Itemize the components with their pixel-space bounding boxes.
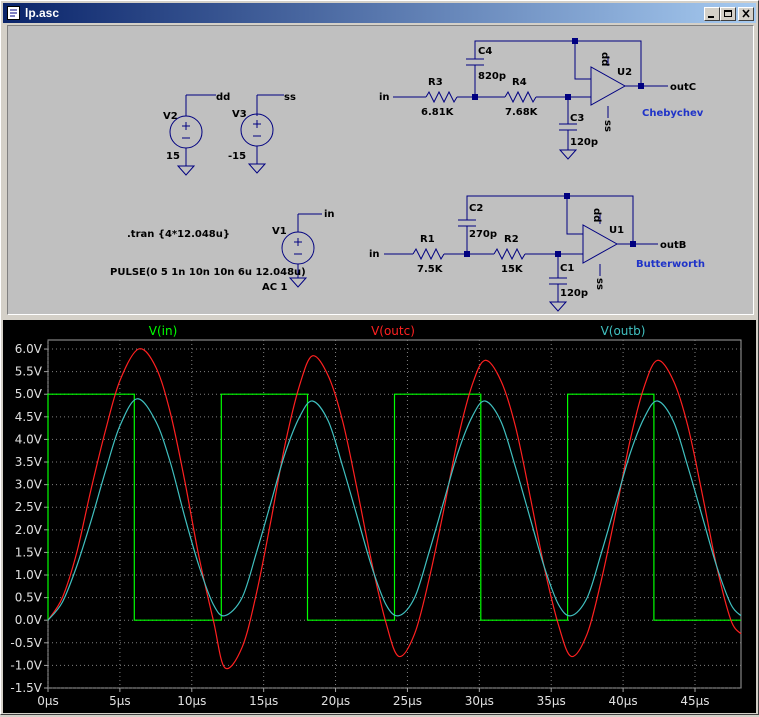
label-u2: U2 <box>617 67 632 78</box>
voltage-source-v2[interactable] <box>169 94 216 176</box>
maximize-button[interactable] <box>720 7 736 21</box>
title-bar[interactable]: lp.asc <box>3 3 756 23</box>
u2-supply-dd: dd <box>599 52 610 66</box>
y-tick-label: 0.0V <box>15 613 43 627</box>
label-v3-value: -15 <box>228 151 246 162</box>
y-tick-label: -0.5V <box>10 636 42 650</box>
x-tick-label: 25µs <box>393 694 422 708</box>
net-label-in-chebychev: in <box>379 92 390 103</box>
y-tick-label: 0.5V <box>15 591 43 605</box>
y-tick-label: 4.5V <box>15 410 43 424</box>
label-c1: C1 <box>560 263 574 274</box>
net-label-in-butterworth: in <box>369 249 380 260</box>
net-label-dd: dd <box>216 92 230 103</box>
label-c2: C2 <box>469 203 483 214</box>
ac-spec[interactable]: AC 1 <box>262 282 288 293</box>
window-title: lp.asc <box>25 6 60 20</box>
chebychev-comment: Chebychev <box>642 108 704 119</box>
x-tick-label: 40µs <box>609 694 638 708</box>
label-u1: U1 <box>609 225 624 236</box>
net-label-in-source: in <box>324 209 335 220</box>
trace-v-outc[interactable] <box>47 348 742 670</box>
y-tick-label: 5.5V <box>15 365 43 379</box>
x-tick-label: 20µs <box>321 694 350 708</box>
y-tick-label: 1.0V <box>15 568 43 582</box>
x-tick-label: 10µs <box>177 694 206 708</box>
close-button[interactable] <box>738 7 754 21</box>
legend-v-outc[interactable]: V(outc) <box>371 324 415 338</box>
x-tick-label: 15µs <box>249 694 278 708</box>
chebychev-filter-circuit[interactable] <box>393 38 668 160</box>
y-tick-label: 3.0V <box>15 478 43 492</box>
label-v3: V3 <box>232 109 247 120</box>
u2-supply-ss: ss <box>602 120 613 132</box>
net-label-outc: outC <box>670 82 696 93</box>
waveform-viewer[interactable]: 6.0V 5.5V 5.0V 4.5V 4.0V 3.5V 3.0V 2.5V 2.0V 1.5V… <box>3 320 756 713</box>
voltage-source-v3[interactable] <box>240 94 284 174</box>
label-c2-value: 270p <box>469 229 497 240</box>
label-r3-value: 6.81K <box>421 107 455 118</box>
y-tick-label: -1.5V <box>10 681 42 695</box>
close-icon <box>742 9 750 18</box>
pulse-spec[interactable]: PULSE(0 5 1n 10n 10n 6u 12.048u) <box>110 267 306 278</box>
label-c4-value: 820p <box>478 71 506 82</box>
u1-supply-dd: dd <box>591 208 602 222</box>
minimize-button[interactable] <box>704 7 720 21</box>
schematic-editor[interactable]: dd ss in V2 15 V3 -15 V1 .tran {4*12.048… <box>7 25 754 315</box>
label-r3: R3 <box>428 77 443 88</box>
label-r4-value: 7.68K <box>505 107 539 118</box>
butterworth-filter-circuit[interactable] <box>384 193 658 312</box>
y-tick-label: -1.0V <box>10 658 42 672</box>
label-r4: R4 <box>512 77 527 88</box>
butterworth-comment: Butterworth <box>636 259 705 270</box>
waveform-plot[interactable]: 6.0V 5.5V 5.0V 4.5V 4.0V 3.5V 3.0V 2.5V 2.0V 1.5V… <box>3 320 756 713</box>
x-tick-label: 45µs <box>680 694 709 708</box>
y-tick-label: 2.5V <box>15 500 43 514</box>
legend-v-outb[interactable]: V(outb) <box>601 324 646 338</box>
label-c3: C3 <box>570 113 584 124</box>
label-v1: V1 <box>272 226 287 237</box>
voltage-source-v1[interactable] <box>281 213 322 288</box>
label-r2: R2 <box>504 234 519 245</box>
y-tick-label: 4.0V <box>15 432 43 446</box>
net-label-ss: ss <box>284 92 296 103</box>
label-r2-value: 15K <box>501 264 524 275</box>
trace-v-outb[interactable] <box>47 398 742 621</box>
label-c3-value: 120p <box>570 137 598 148</box>
schematic-document-icon <box>7 6 20 20</box>
label-r1-value: 7.5K <box>417 264 444 275</box>
trace-v-in[interactable] <box>47 393 741 621</box>
y-tick-label: 2.0V <box>15 523 43 537</box>
x-tick-label: 30µs <box>465 694 494 708</box>
y-tick-label: 1.5V <box>15 545 43 559</box>
maximize-icon <box>724 10 732 17</box>
x-tick-label: 5µs <box>109 694 131 708</box>
label-c1-value: 120p <box>560 288 588 299</box>
label-r1: R1 <box>420 234 435 245</box>
u1-supply-ss: ss <box>594 278 605 290</box>
schematic-canvas[interactable]: dd ss in V2 15 V3 -15 V1 .tran {4*12.048… <box>8 26 753 314</box>
label-v2-value: 15 <box>166 151 180 162</box>
minimize-icon <box>708 16 714 18</box>
label-c4: C4 <box>478 46 492 57</box>
legend-v-in[interactable]: V(in) <box>149 324 178 338</box>
tran-directive[interactable]: .tran {4*12.048u} <box>127 229 230 240</box>
y-tick-label: 6.0V <box>15 342 43 356</box>
x-tick-label: 35µs <box>537 694 566 708</box>
y-tick-label: 3.5V <box>15 455 43 469</box>
label-v2: V2 <box>163 111 178 122</box>
net-label-outb: outB <box>660 240 686 251</box>
x-tick-label: 0µs <box>37 694 59 708</box>
y-tick-label: 5.0V <box>15 387 43 401</box>
